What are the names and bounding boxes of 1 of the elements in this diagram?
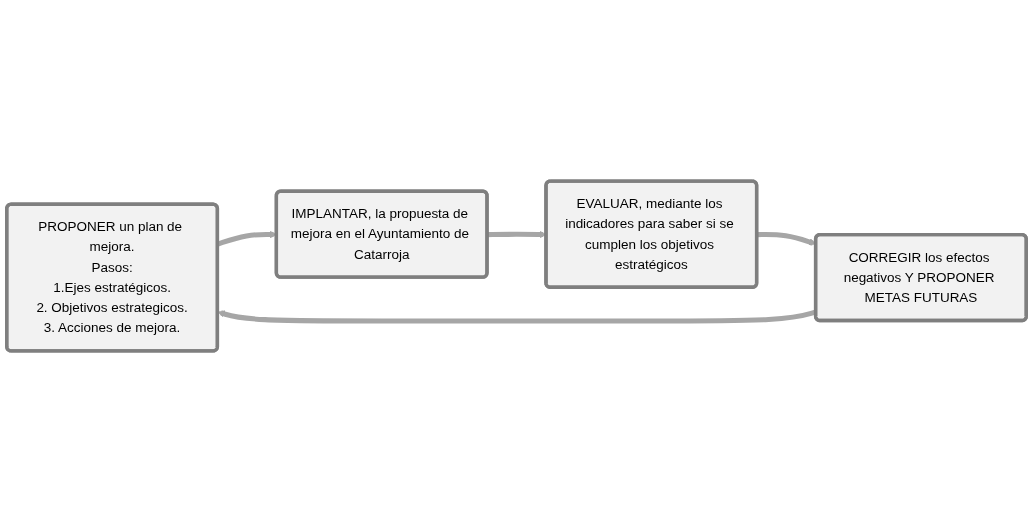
arrow [487, 230, 547, 239]
